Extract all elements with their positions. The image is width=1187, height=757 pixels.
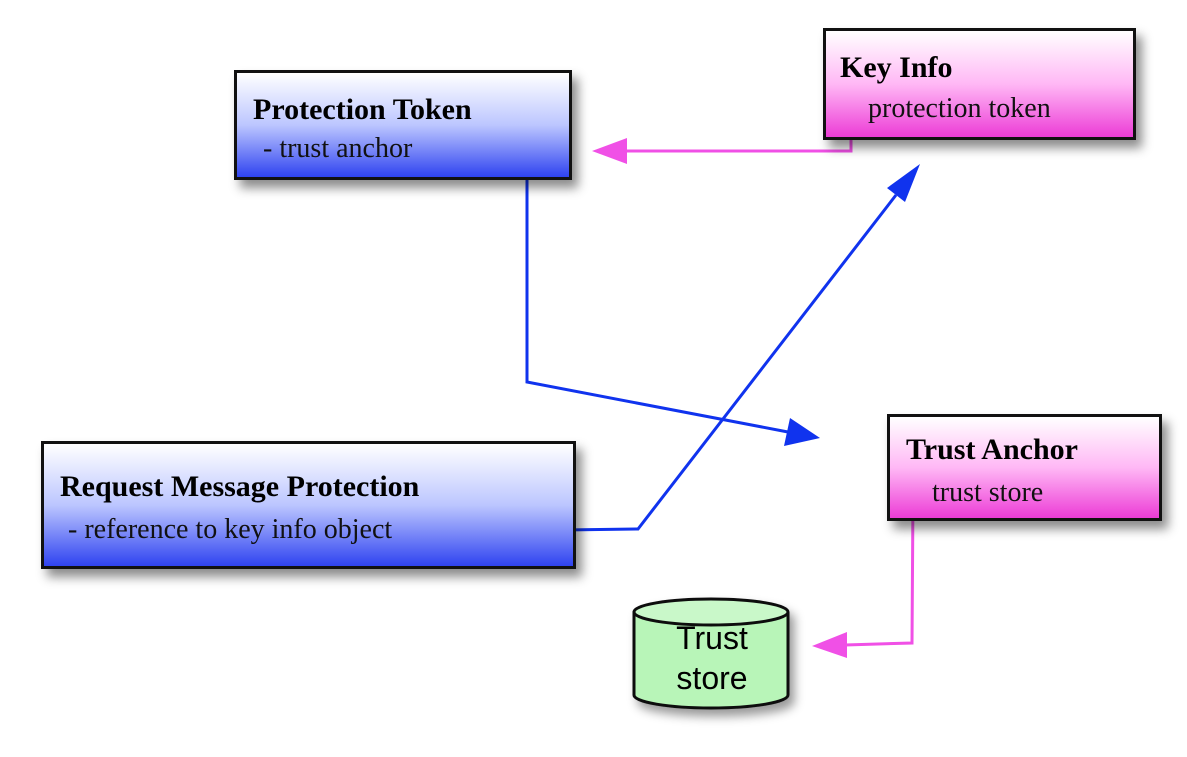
protection-token-title: Protection Token (253, 93, 472, 126)
protection-token-subtitle: - trust anchor (263, 133, 413, 164)
request-message-protection-title: Request Message Protection (60, 470, 420, 503)
key-info-box: Key Info protection token (823, 28, 1136, 140)
trust-store-line1: Trust (676, 620, 748, 656)
link-protection-token-to-trust-anchor (520, 147, 820, 446)
key-info-title: Key Info (840, 51, 953, 84)
protection-token-box: Protection Token - trust anchor (234, 70, 572, 180)
trust-anchor-title: Trust Anchor (906, 433, 1078, 466)
trust-store-cylinder (632, 597, 790, 710)
trust-anchor-subtitle: trust store (932, 477, 1044, 508)
request-message-protection-box: Request Message Protection - reference t… (41, 441, 576, 569)
link-key-info-to-protection-token (592, 105, 858, 164)
key-info-subtitle: protection token (868, 93, 1051, 124)
request-message-protection-subtitle: - reference to key info object (68, 514, 393, 545)
trust-store-line2: store (676, 660, 748, 696)
trust-store-label: Trust store (632, 618, 792, 698)
trust-anchor-box: Trust Anchor trust store (887, 414, 1162, 521)
